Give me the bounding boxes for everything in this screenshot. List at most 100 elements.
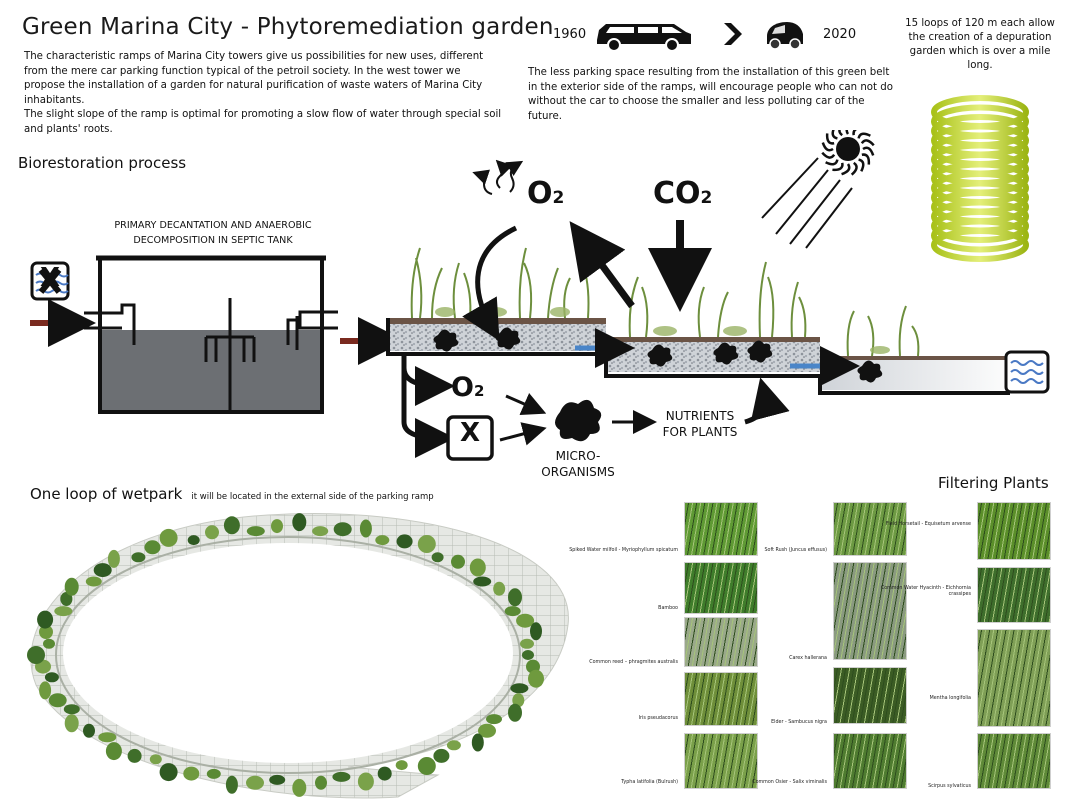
intro-text: The characteristic ramps of Marina City …	[24, 50, 504, 137]
plant-photo	[833, 667, 907, 724]
chevron-right-icon	[724, 23, 742, 45]
shrub	[359, 519, 372, 538]
plant-photo	[684, 562, 758, 614]
shrub	[471, 733, 484, 752]
shrub	[520, 638, 534, 649]
sun-ray	[838, 130, 844, 137]
plant-photo	[977, 567, 1051, 623]
shrub	[522, 650, 534, 660]
reed-plants	[410, 247, 920, 357]
nutrients-line-2: FOR PLANTS	[662, 425, 738, 439]
shrub	[493, 581, 506, 596]
biorestoration-diagram	[30, 130, 1050, 461]
oxygen-release-arrows	[472, 159, 524, 195]
plant-photo	[684, 733, 758, 789]
sun-ray	[852, 130, 858, 136]
sun-icon	[821, 130, 875, 176]
shrub	[377, 766, 392, 781]
year-2020: 2020	[823, 27, 857, 42]
plant-label: Iris pseudacorus	[638, 716, 678, 721]
shrub	[246, 526, 265, 537]
shrub	[27, 646, 45, 664]
shrub	[508, 588, 522, 607]
x-box-label: X	[459, 418, 481, 448]
plant-label: Field Horsetail - Equisetum arvense	[885, 522, 971, 527]
o2-bottom-subscript: 2	[473, 382, 485, 400]
o2-top-symbol: O	[527, 176, 553, 211]
shrub	[105, 742, 122, 761]
shrub	[530, 622, 542, 641]
station-wagon-icon	[597, 24, 691, 52]
sun-ray	[831, 130, 838, 140]
nutrients-label: NUTRIENTS FOR PLANTS	[650, 408, 750, 440]
tank-label-line-1: PRIMARY DECANTATION AND ANAEROBIC	[114, 220, 312, 231]
shrub	[60, 592, 73, 606]
sun-ray	[845, 130, 850, 135]
shrub	[63, 704, 80, 715]
shrub	[37, 610, 54, 629]
plant-photo	[833, 733, 907, 789]
smart-car-icon	[767, 22, 803, 50]
plant-photo	[684, 617, 758, 667]
nutrients-line-1: NUTRIENTS	[665, 409, 735, 423]
shrub	[508, 703, 522, 722]
plant-label: Mentha longifolia	[929, 696, 971, 701]
shrub	[446, 740, 461, 751]
shrub	[486, 714, 502, 725]
shrub	[183, 766, 200, 781]
shrub	[83, 723, 95, 738]
shrub	[64, 577, 79, 596]
o2-bottom-label: O2	[451, 372, 484, 403]
shrub	[43, 638, 55, 649]
shrub	[131, 552, 146, 563]
plant-photo	[977, 733, 1051, 789]
wetpark-note: it will be located in the external side …	[191, 492, 434, 502]
shrub	[206, 768, 221, 779]
shrub	[431, 552, 444, 563]
sun-ray	[821, 151, 836, 159]
sun-ray	[825, 159, 839, 166]
shrub	[292, 513, 307, 532]
shrub	[107, 549, 120, 568]
shrub	[271, 519, 283, 534]
sun-ray	[860, 139, 875, 147]
shrub	[315, 775, 327, 790]
shrub	[85, 576, 102, 587]
intro-paragraph-1: The characteristic ramps of Marina City …	[24, 51, 484, 106]
plant-label: Bamboo	[658, 606, 678, 611]
o2-top-label: O2	[527, 176, 564, 211]
tank-label: PRIMARY DECANTATION AND ANAEROBIC DECOMP…	[102, 218, 324, 248]
shrub	[332, 771, 351, 782]
shrub	[39, 625, 53, 639]
polluted-water-icon	[30, 261, 70, 301]
plant-label: Typha latifolia (Bulrush)	[621, 780, 678, 785]
plant-label: Common Water Hyacinth - Eichhornia crass…	[880, 586, 971, 597]
sun-ray	[832, 162, 844, 172]
shrub	[48, 693, 67, 708]
shrub	[159, 528, 178, 547]
sun-ray	[841, 163, 851, 176]
tank-label-line-2: DECOMPOSITION IN SEPTIC TANK	[133, 235, 293, 246]
sun-ray	[821, 142, 834, 152]
sun-ray	[861, 153, 871, 165]
loops-note: 15 loops of 120 m each allow the creatio…	[905, 18, 1055, 71]
shrub	[149, 754, 162, 765]
plant-photo	[833, 502, 907, 556]
plant-label: Common reed – phragmites australis	[589, 660, 678, 665]
sun-ray	[857, 132, 871, 139]
shrub	[333, 522, 352, 537]
spiral-loops-illustration	[931, 95, 1029, 262]
spiral-coil	[931, 209, 1029, 243]
shrub	[225, 775, 238, 794]
page-title: Green Marina City - Phytoremediation gar…	[22, 14, 554, 40]
microorganism-icon	[555, 399, 602, 442]
plant-label: Common Osier - Salix viminalis	[752, 780, 827, 785]
filtering-plants-heading: Filtering Plants	[938, 474, 1049, 492]
shrub	[473, 576, 492, 587]
shrub	[417, 757, 436, 775]
plant-photo	[977, 629, 1051, 727]
wetpark-heading: One loop of wetpark	[30, 485, 183, 503]
plant-photo	[833, 562, 907, 660]
shrub	[127, 748, 142, 763]
shrub	[292, 778, 307, 797]
